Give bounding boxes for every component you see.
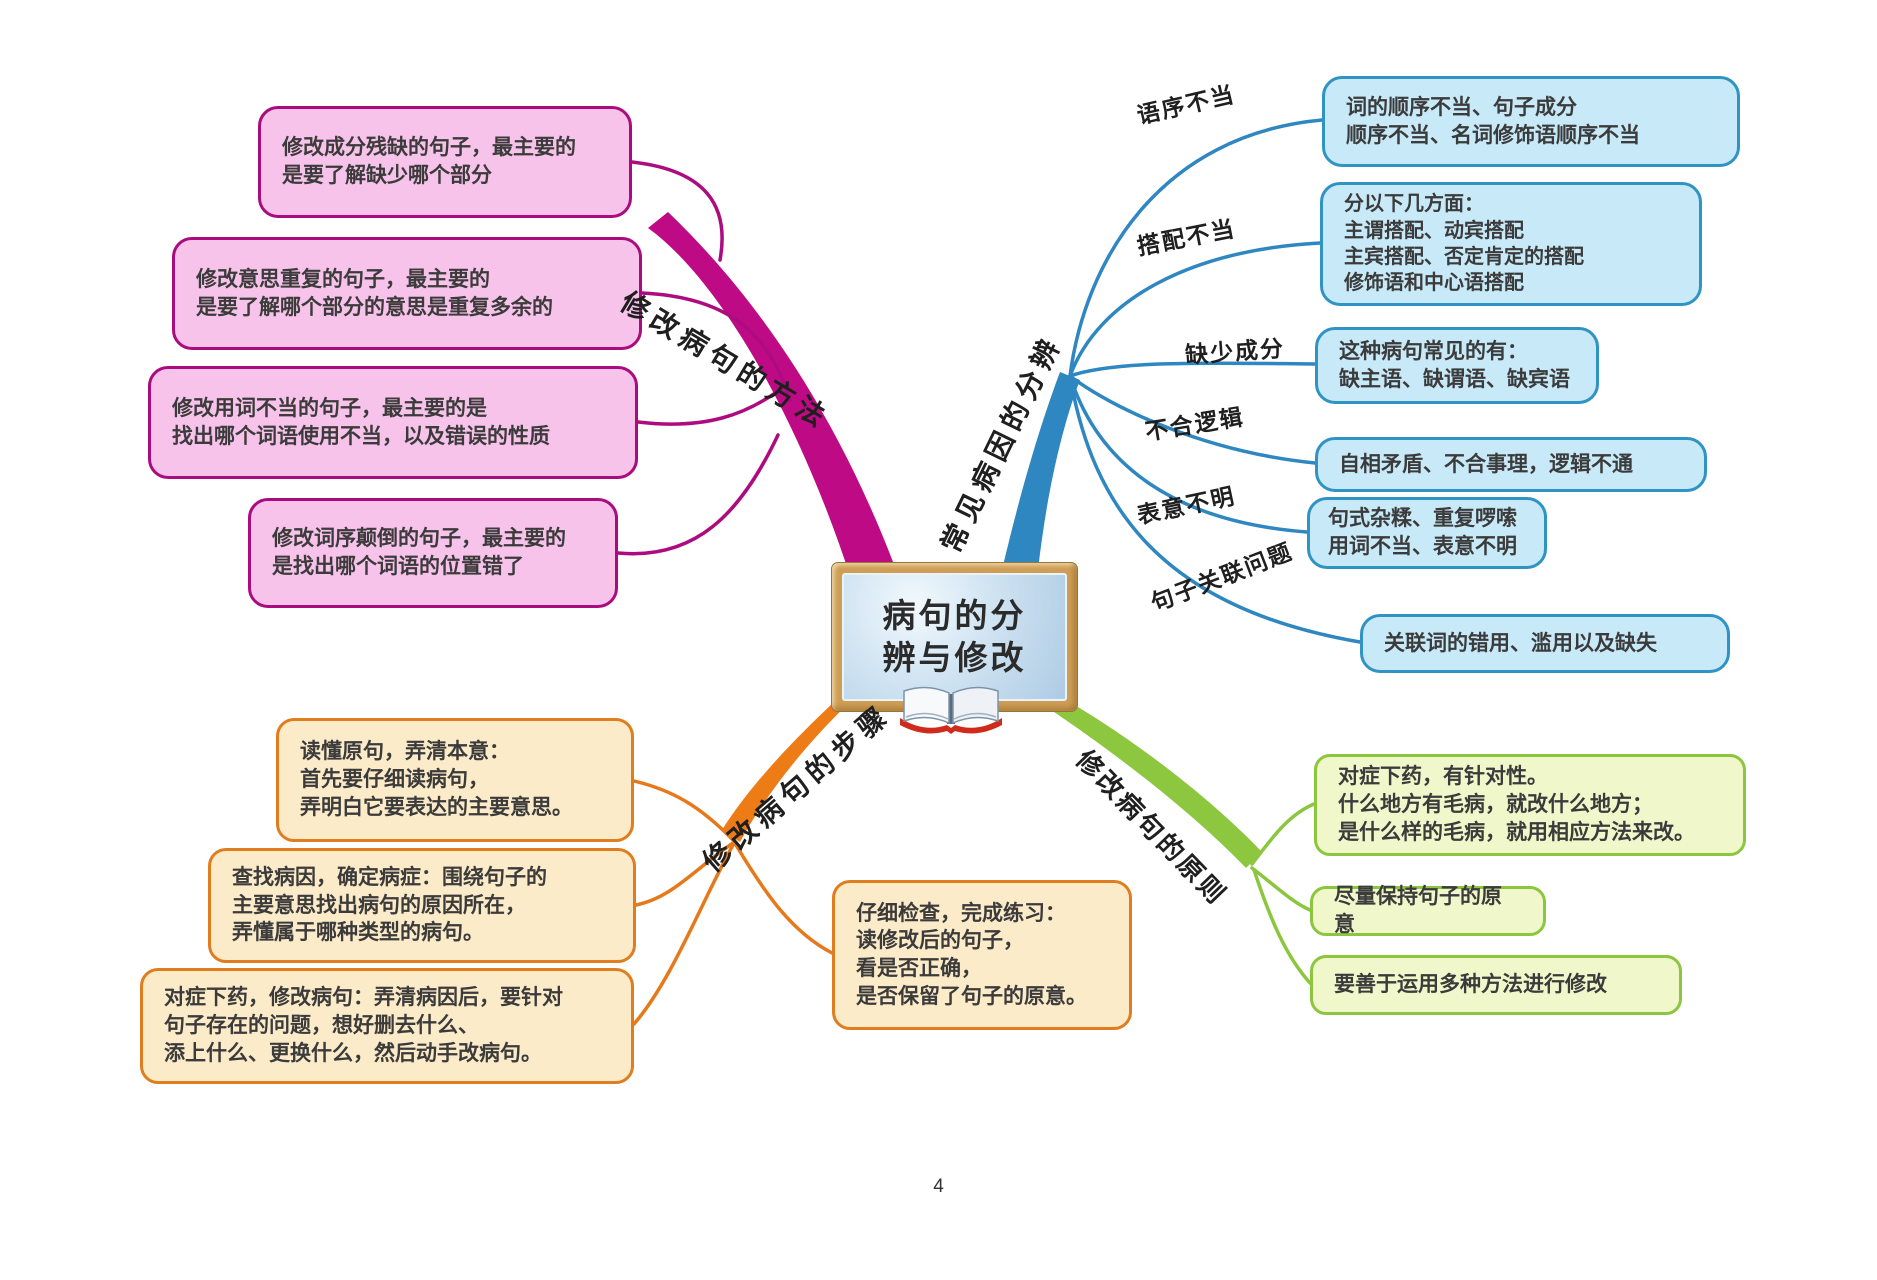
- causes-box-missing: 这种病句常见的有： 缺主语、缺谓语、缺宾语: [1315, 327, 1599, 404]
- causes-label-missing: 缺少成分: [1184, 335, 1286, 368]
- steps-box-check: 仔细检查，完成练习： 读修改后的句子， 看是否正确， 是否保留了句子的原意。: [832, 880, 1132, 1030]
- principles-box-keep-meaning: 尽量保持句子的原意: [1310, 885, 1546, 936]
- causes-box-word-order: 词的顺序不当、句子成分 顺序不当、名词修饰语顺序不当: [1322, 76, 1740, 167]
- steps-box-fix: 对症下药，修改病句：弄清病因后，要针对 句子存在的问题，想好删去什么、 添上什么…: [140, 968, 634, 1084]
- methods-box-incomplete: 修改成分残缺的句子，最主要的 是要了解缺少哪个部分: [258, 106, 632, 218]
- methods-box-word-order: 修改词序颠倒的句子，最主要的 是找出哪个词语的位置错了: [248, 498, 618, 608]
- causes-box-illogical: 自相矛盾、不合事理，逻辑不通: [1315, 437, 1707, 492]
- causes-box-unclear: 句式杂糅、重复啰嗦 用词不当、表意不明: [1307, 497, 1547, 569]
- causes-box-conjunction: 关联词的错用、滥用以及缺失: [1360, 614, 1730, 673]
- causes-box-collocation: 分以下几方面： 主谓搭配、动宾搭配 主宾搭配、否定肯定的搭配 修饰语和中心语搭配: [1320, 182, 1702, 306]
- steps-box-read: 读懂原句，弄清本意： 首先要仔细读病句， 弄明白它要表达的主要意思。: [276, 718, 634, 842]
- page-number: 4: [933, 1176, 944, 1197]
- open-book-icon: [900, 686, 1002, 734]
- steps-box-find-cause: 查找病因，确定病症：围绕句子的 主要意思找出病句的原因所在， 弄懂属于哪种类型的…: [208, 848, 636, 963]
- central-topic-title: 病句的分 辨与修改: [842, 573, 1067, 701]
- central-topic-board: 病句的分 辨与修改: [832, 563, 1077, 711]
- principles-box-targeted: 对症下药，有针对性。 什么地方有毛病，就改什么地方； 是什么样的毛病，就用相应方…: [1314, 754, 1746, 856]
- methods-box-wrong-words: 修改用词不当的句子，最主要的是 找出哪个词语使用不当，以及错误的性质: [148, 366, 638, 479]
- methods-box-repetition: 修改意思重复的句子，最主要的 是要了解哪个部分的意思是重复多余的: [172, 237, 642, 350]
- principles-box-multiple-methods: 要善于运用多种方法进行修改: [1310, 955, 1682, 1015]
